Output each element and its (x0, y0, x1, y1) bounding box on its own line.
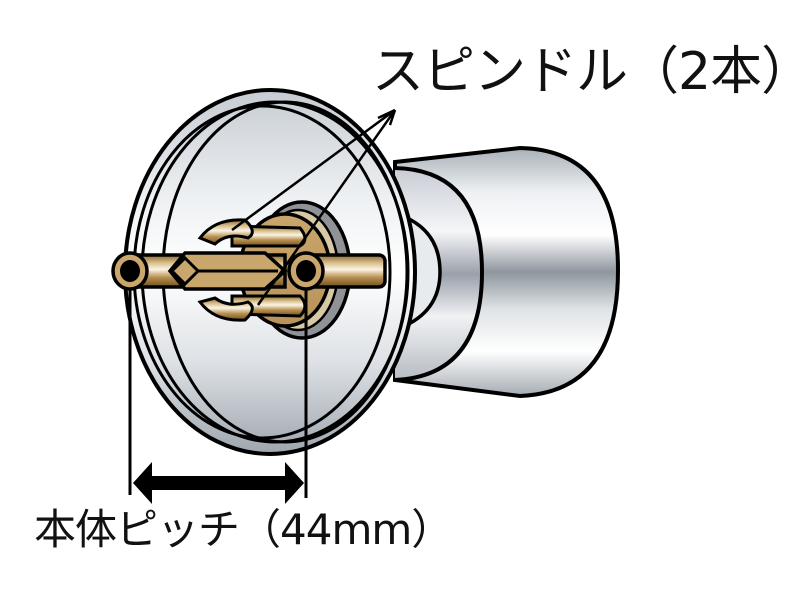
body-pitch-label: 本体ピッチ（44mm） (34, 505, 453, 554)
spindle-right (287, 251, 387, 291)
knob-body (393, 145, 621, 399)
pitch-dimension (128, 289, 308, 504)
spindle-left (111, 251, 288, 291)
spindle-label: スピンドル（2本） (372, 42, 800, 102)
spindle-leader-lines (231, 108, 397, 306)
